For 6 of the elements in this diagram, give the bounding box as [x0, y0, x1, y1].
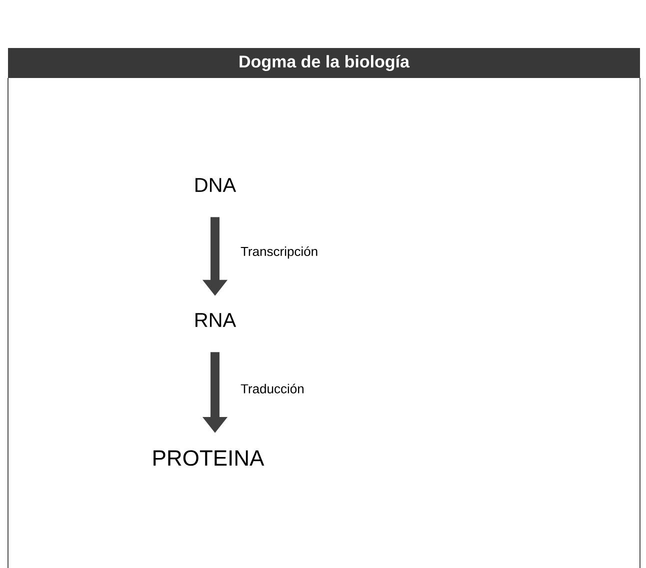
edge-label: Transcripción — [240, 246, 318, 259]
edge-label: Traducción — [240, 384, 304, 394]
molecule-label: PROTEINA — [154, 450, 264, 466]
molecule-label: DNA — [196, 178, 236, 192]
title-bar: Dogma de la biología — [8, 48, 640, 78]
molecule-label: RNA — [196, 313, 236, 327]
